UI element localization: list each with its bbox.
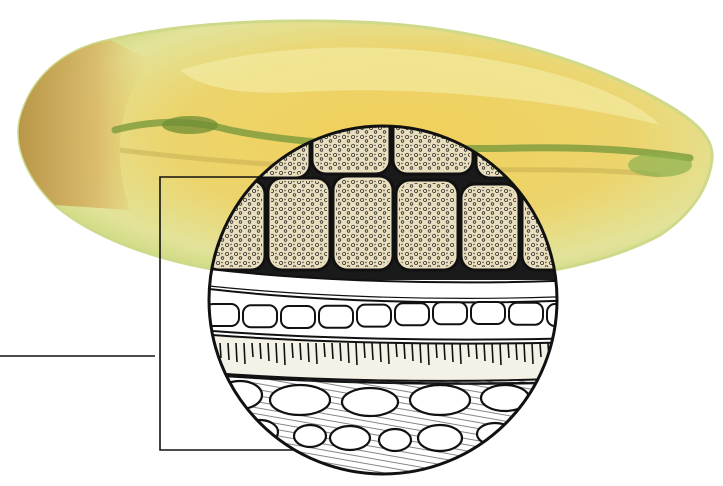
endosperm-granules xyxy=(399,183,455,267)
cross-cell xyxy=(319,306,353,328)
tube-cell-line xyxy=(516,343,517,360)
tube-cell-line xyxy=(332,343,333,359)
tube-cell-line xyxy=(508,343,509,358)
tube-cell-line xyxy=(212,343,213,365)
tube-cell-line xyxy=(284,343,285,365)
tube-cell-line xyxy=(524,343,525,362)
pericarp-cell xyxy=(218,381,262,409)
tube-cell-line xyxy=(388,343,389,364)
cross-cell xyxy=(357,305,391,327)
tube-cell-line xyxy=(364,343,365,358)
tube-cell-line xyxy=(340,343,341,361)
endosperm-granules xyxy=(271,181,327,267)
tube-cell-line xyxy=(372,343,373,360)
tube-cell-line xyxy=(228,343,229,360)
tube-cell-line xyxy=(276,343,277,363)
tube-cell-line xyxy=(492,343,493,363)
tube-cell-line xyxy=(468,343,469,357)
tube-cell-line xyxy=(244,343,245,364)
pericarp-cell xyxy=(410,385,470,415)
tube-cell-line xyxy=(420,343,421,363)
tube-cell-line xyxy=(436,343,437,358)
tube-cell-line xyxy=(484,343,485,361)
pericarp-cell xyxy=(330,426,370,450)
tube-cell-line xyxy=(444,343,445,360)
tube-cell-line xyxy=(220,343,221,358)
pericarp-cells xyxy=(200,380,580,480)
tube-cell-line xyxy=(460,343,461,364)
cross-cell xyxy=(243,305,277,327)
pericarp-cell xyxy=(379,429,411,451)
tube-cell-line xyxy=(300,343,301,360)
grain-germ-mark xyxy=(162,116,218,134)
pericarp-cell xyxy=(342,388,398,416)
tube-cell-line xyxy=(556,343,557,361)
tube-cell-line xyxy=(268,343,269,361)
pericarp-cell xyxy=(270,385,330,415)
tube-cell-line xyxy=(500,343,501,365)
cross-cell xyxy=(281,306,315,328)
endosperm-granules xyxy=(464,187,516,267)
tube-cell-line xyxy=(452,343,453,362)
tube-cell-line xyxy=(396,343,397,357)
tube-cell-line xyxy=(316,343,317,364)
pericarp-cell xyxy=(418,425,462,451)
tube-cell-line xyxy=(404,343,405,359)
tube-cell-line xyxy=(428,343,429,365)
cross-cell xyxy=(509,303,543,325)
tube-cell-line xyxy=(564,343,565,363)
tube-cell-line xyxy=(308,343,309,362)
endosperm-granules xyxy=(336,179,390,267)
tube-cell-line xyxy=(380,343,381,362)
tube-cell-line xyxy=(260,343,261,359)
grain-tip-right-shade xyxy=(628,153,692,177)
tube-cell-line xyxy=(292,343,293,358)
cross-cell xyxy=(471,302,505,324)
tube-cell-line xyxy=(348,343,349,363)
tube-cell-line xyxy=(356,343,357,365)
tube-cell-line xyxy=(476,343,477,359)
cross-cell xyxy=(433,302,467,324)
tube-cell-line xyxy=(572,343,573,365)
pericarp-cell xyxy=(294,425,326,447)
tube-cell-line xyxy=(252,343,253,357)
cross-cell xyxy=(547,304,581,326)
tube-cell-line xyxy=(324,343,325,357)
cross-cell xyxy=(395,303,429,325)
tube-cell-line xyxy=(412,343,413,361)
pericarp-cell xyxy=(537,384,573,408)
tube-cell-line xyxy=(532,343,533,364)
tube-cell-line xyxy=(540,343,541,357)
tube-cell-line xyxy=(236,343,237,362)
